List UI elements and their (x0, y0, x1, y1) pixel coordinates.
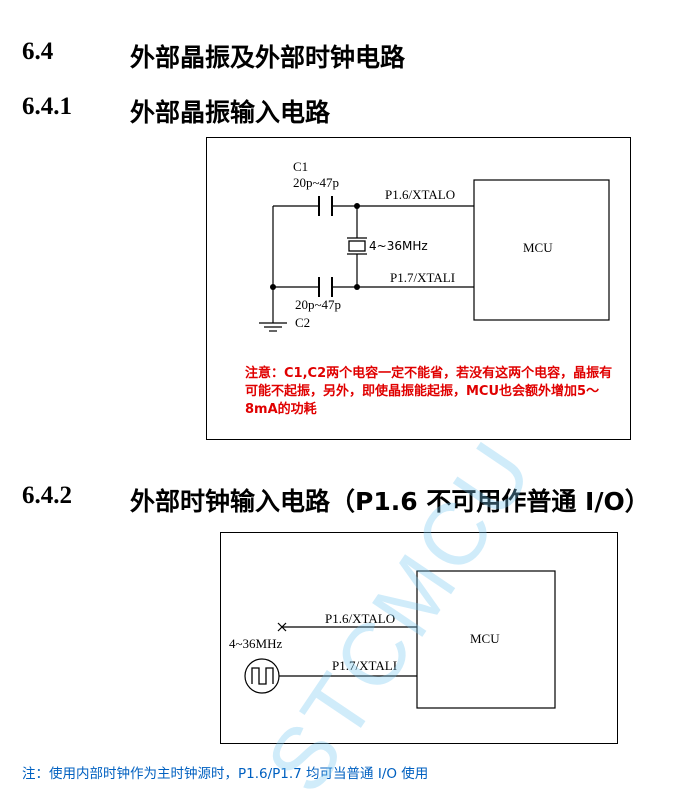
clock-frequency-label: 4~36MHz (229, 636, 283, 651)
c1-value-label: 20p~47p (293, 175, 340, 190)
subsection-2-title: 外部时钟输入电路（P1.6 不可用作普通 I/O） (130, 487, 650, 516)
internal-clock-note: 注：使用内部时钟作为主时钟源时，P1.6/P1.7 均可当普通 I/O 使用 (22, 766, 429, 782)
subsection-2-number: 6.4.2 (22, 482, 72, 509)
no-connect-mark (277, 622, 287, 632)
mcu-label: MCU (523, 240, 553, 255)
c2-name-label: C2 (295, 315, 311, 330)
crystal-symbol (347, 237, 367, 255)
subsection-1-number: 6.4.1 (22, 93, 72, 120)
capacitor-warning: 注意：C1,C2两个电容一定不能省，若没有这两个电容，晶振有可能不起振，另外，即… (245, 366, 613, 417)
pin-xtalo-label-2: P1.6/XTALO (325, 611, 396, 626)
capacitor-c1 (318, 196, 333, 216)
mcu-label-2: MCU (470, 631, 500, 646)
section-title: 外部晶振及外部时钟电路 (130, 43, 406, 72)
clock-circuit-diagram (244, 570, 556, 709)
c1-name-label: C1 (293, 159, 309, 174)
crystal-frequency-label: 4~36MHz (369, 239, 428, 253)
crystal-circuit-diagram (259, 179, 610, 332)
crystal-circuit-figure: C1 20p~47p P1.6/XTALO 4~36MHz MCU P1.7/X… (206, 137, 631, 440)
pin-xtali-label-2: P1.7/XTALI (332, 658, 398, 673)
mcu-block-2 (416, 570, 556, 709)
subsection-1-title: 外部晶振输入电路 (130, 98, 331, 127)
mcu-block (473, 179, 610, 321)
pin-xtali-label: P1.7/XTALI (390, 270, 456, 285)
clock-circuit-figure: P1.6/XTALO MCU 4~36MHz P1.7/XTALI (220, 532, 618, 744)
pin-xtalo-label: P1.6/XTALO (385, 187, 456, 202)
c2-value-label: 20p~47p (295, 297, 342, 312)
section-number: 6.4 (22, 38, 54, 65)
capacitor-c2 (318, 277, 333, 297)
clock-source-symbol (244, 658, 280, 694)
